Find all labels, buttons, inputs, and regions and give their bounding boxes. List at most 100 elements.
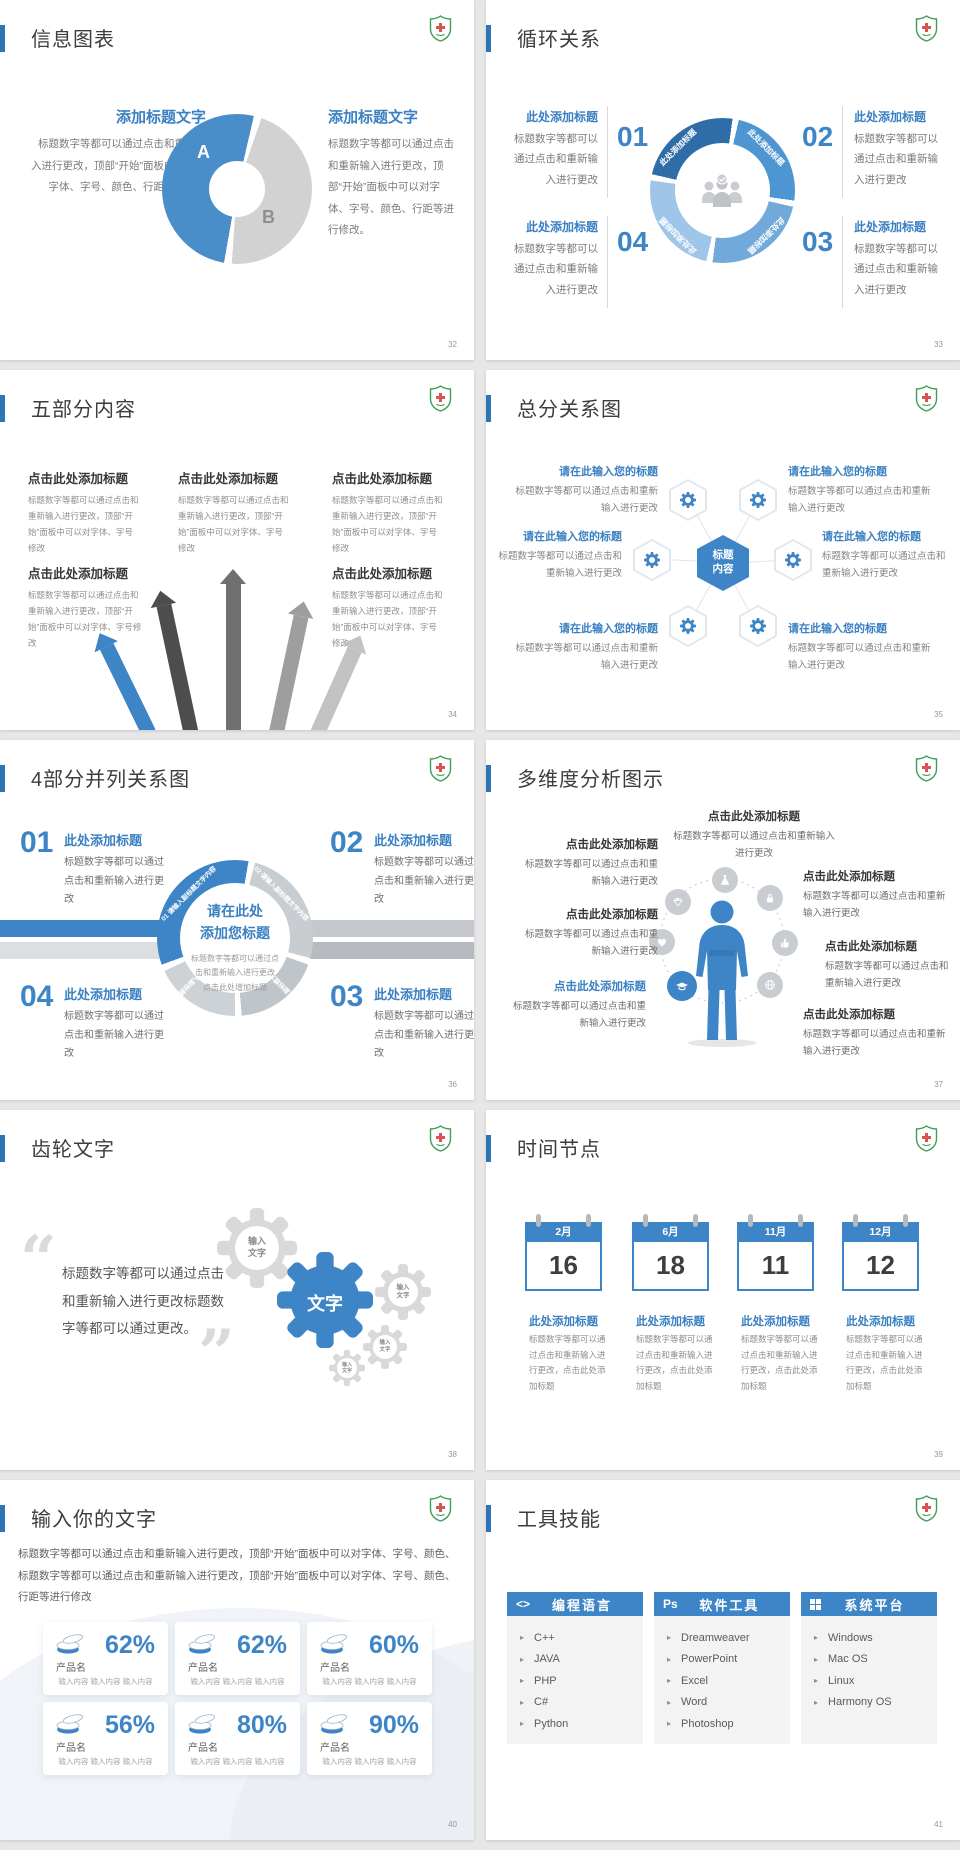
calendar-card: 6月 18 [632, 1214, 709, 1291]
item-heading: 此处添加标题 [374, 987, 453, 1002]
item-block: 点击此处添加标题 标题数字等都可以通过点击和重新输入进行更改 [518, 906, 658, 960]
list-item: PHP [520, 1670, 643, 1692]
product-name: 产品名 [56, 1743, 86, 1754]
column-header-platforms: 系统平台 [801, 1592, 937, 1616]
slide-32[interactable]: 信息图表 添加标题文字 标题数字等都可以通过点击和重新输入进行更改，顶部“开始”… [0, 0, 474, 360]
slide-35[interactable]: 总分关系图 标题 内容 请在此输入您的标题 标题数字等都可以通过点击和重新输入进… [486, 370, 960, 730]
item-number: 01 [20, 826, 54, 859]
card-meta: 输入内容 输入内容 输入内容 [58, 1757, 153, 1766]
divider [842, 216, 843, 308]
product-card: 产品名 62% 输入内容 输入内容 输入内容 [175, 1622, 300, 1695]
item-heading: 请在此输入您的标题 [822, 531, 921, 543]
calendar-pin [748, 1214, 753, 1227]
item-body: 标题数字等都可以通过点击和重新输入进行更改 [803, 891, 946, 920]
item-block: 请在此输入您的标题 标题数字等都可以通过点击和重新输入进行更改 [788, 620, 934, 674]
item-body: 标题数字等都可以通过点击和重新输入进行更改 [854, 133, 938, 186]
slide-38[interactable]: 齿轮文字 “ 标题数字等都可以通过点击和重新输入进行更改标题数字等都可以通过更改… [0, 1110, 474, 1470]
close-quote-icon: ” [198, 1316, 235, 1391]
calendar-month: 6月 [632, 1222, 709, 1242]
item-number: 01 [617, 121, 649, 152]
diamond-icon [665, 889, 691, 915]
center-hexagon: 标题 内容 [697, 535, 749, 591]
title-accent-bar [0, 1135, 5, 1162]
list-item: C# [520, 1692, 643, 1714]
quote-text: 标题数字等都可以通过点击和重新输入进行更改标题数字等都可以通过更改。 [62, 1266, 224, 1337]
divider [607, 216, 608, 308]
slide-41[interactable]: 工具技能 <> 编程语言 C++ JAVA PHP C# Python Ps 软… [486, 1480, 960, 1840]
page-number: 33 [934, 340, 943, 349]
list-item: JAVA [520, 1649, 643, 1671]
calendar-month: 2月 [525, 1222, 602, 1242]
item-heading: 点击此处添加标题 [178, 472, 279, 486]
calendar-pin [586, 1214, 591, 1227]
slide-36[interactable]: 4部分并列关系图 01 请输入副标题文字内容 02 请输入副标题文字内容 03 … [0, 740, 474, 1100]
title-accent-bar [486, 765, 491, 792]
title-accent-bar [0, 25, 5, 52]
bar-01 [0, 920, 165, 937]
calendar-pin [693, 1214, 698, 1227]
percent-value: 62% [104, 1631, 155, 1659]
item-heading: 此处添加标题 [529, 1316, 598, 1328]
arrow-body [226, 584, 241, 730]
item-block: 请在此输入您的标题 标题数字等都可以通过点击和重新输入进行更改 [788, 463, 934, 517]
block-body: 标题数字等都可以通过点击和重新输入进行更改，顶部“开始”面板中可以对字体、字号、… [328, 138, 454, 237]
center-body: 标题数字等都可以通过点击和重新输入进行更改 点击此处增加标题 [191, 954, 279, 992]
slide-33[interactable]: 循环关系 此处添加标题 标题数字等都可以通过点击和重新输入进行更改 01 02 … [486, 0, 960, 360]
item-heading: 此处添加标题 [854, 220, 927, 234]
block-heading: 添加标题文字 [328, 109, 419, 126]
item-body: 标题数字等都可以通过点击和重新输入进行更改，顶部“开始”面板中可以对字体、字号修… [28, 590, 142, 649]
item-body: 标题数字等都可以通过点击和重新输入进行更改，点击此处添加标题 [529, 1334, 606, 1392]
photoshop-icon: Ps [663, 1597, 678, 1611]
item-heading: 点击此处添加标题 [803, 1009, 895, 1021]
right-text-block: 添加标题文字 标题数字等都可以通过点击和重新输入进行更改，顶部“开始”面板中可以… [328, 106, 456, 242]
item-body: 标题数字等都可以通过点击和重新输入进行更改，顶部“开始”面板中可以对字体、字号修… [332, 590, 443, 649]
page-number: 36 [448, 1080, 457, 1089]
page-number: 32 [448, 340, 457, 349]
slide-37[interactable]: 多维度分析图示 点击此处添加标题 标题数字等都可以通过点击和重新输入进行更改 [486, 740, 960, 1100]
product-name: 产品名 [320, 1663, 350, 1674]
item-heading: 此处添加标题 [741, 1316, 810, 1328]
arrow-dark-gray [147, 588, 199, 730]
arrow-body [156, 603, 199, 730]
item-body: 标题数字等都可以通过点击和重新输入进行更改 [825, 961, 949, 990]
slide-40[interactable]: 输入你的文字 标题数字等都可以通过点击和重新输入进行更改，顶部“开始”面板中可以… [0, 1480, 474, 1840]
item-body: 标题数字等都可以通过点击和重新输入进行更改 [514, 133, 598, 186]
slide-39[interactable]: 时间节点 2月 16 此处添加标题 标题数字等都可以通过点击和重新输入进行更改，… [486, 1110, 960, 1470]
donut-chart: A B [162, 114, 312, 264]
item-body: 标题数字等都可以通过点击和重新输入进行更改 [515, 486, 658, 515]
item-body: 标题数字等都可以通过点击和重新输入进行更改，顶部“开始”面板中可以对字体、字号修… [332, 495, 443, 554]
slide-34[interactable]: 五部分内容 点击此处添加标题 标题数字等都可以通过点击和重新输入进行更改，顶部“… [0, 370, 474, 730]
page-number: 41 [934, 1820, 943, 1829]
item-heading: 此处添加标题 [854, 110, 927, 124]
list-item: Linux [814, 1670, 937, 1692]
item-heading: 此处添加标题 [64, 987, 143, 1002]
hospital-logo-icon [429, 15, 452, 42]
card-meta: 输入内容 输入内容 输入内容 [322, 1677, 417, 1686]
item-block-03: 此处添加标题 标题数字等都可以通过点击和重新输入进行更改 [374, 984, 474, 1064]
column-header-software: Ps 软件工具 [654, 1592, 790, 1616]
item-body: 标题数字等都可以通过点击和重新输入进行更改 [803, 1029, 946, 1058]
item-heading: 点击此处添加标题 [803, 871, 895, 883]
item-heading: 此处添加标题 [525, 220, 598, 234]
title-accent-bar [486, 1505, 491, 1532]
item-block: 请在此输入您的标题 标题数字等都可以通过点击和重新输入进行更改 [512, 463, 658, 517]
item-block-top: 点击此处添加标题 标题数字等都可以通过点击和重新输入进行更改 [669, 808, 839, 862]
page-number: 38 [448, 1450, 457, 1459]
hospital-logo-icon [429, 755, 452, 782]
arrow-head [220, 569, 246, 584]
item-block: 请在此输入您的标题 标题数字等都可以通过点击和重新输入进行更改 [494, 528, 622, 582]
plates-icon [188, 1634, 216, 1654]
item-heading: 点击此处添加标题 [28, 472, 129, 486]
segment-b-label: B [262, 207, 275, 227]
arrow-body [99, 643, 156, 730]
lock-icon [757, 885, 783, 911]
item-body: 标题数字等都可以通过点击和重新输入进行更改，顶部“开始”面板中可以对字体、字号修… [28, 495, 139, 554]
team-check-icon [702, 173, 742, 207]
item-body: 标题数字等都可以通过点击和重新输入进行更改 [788, 486, 931, 515]
item-block: 请在此输入您的标题 标题数字等都可以通过点击和重新输入进行更改 [512, 620, 658, 674]
bar-02 [309, 920, 474, 937]
item-number: 02 [330, 826, 364, 859]
calendar-day: 12 [842, 1242, 919, 1291]
item-block: 点击此处添加标题 标题数字等都可以通过点击和重新输入进行更改，顶部“开始”面板中… [332, 468, 444, 557]
item-block-04: 此处添加标题 标题数字等都可以通过点击和重新输入进行更改 [64, 984, 172, 1064]
